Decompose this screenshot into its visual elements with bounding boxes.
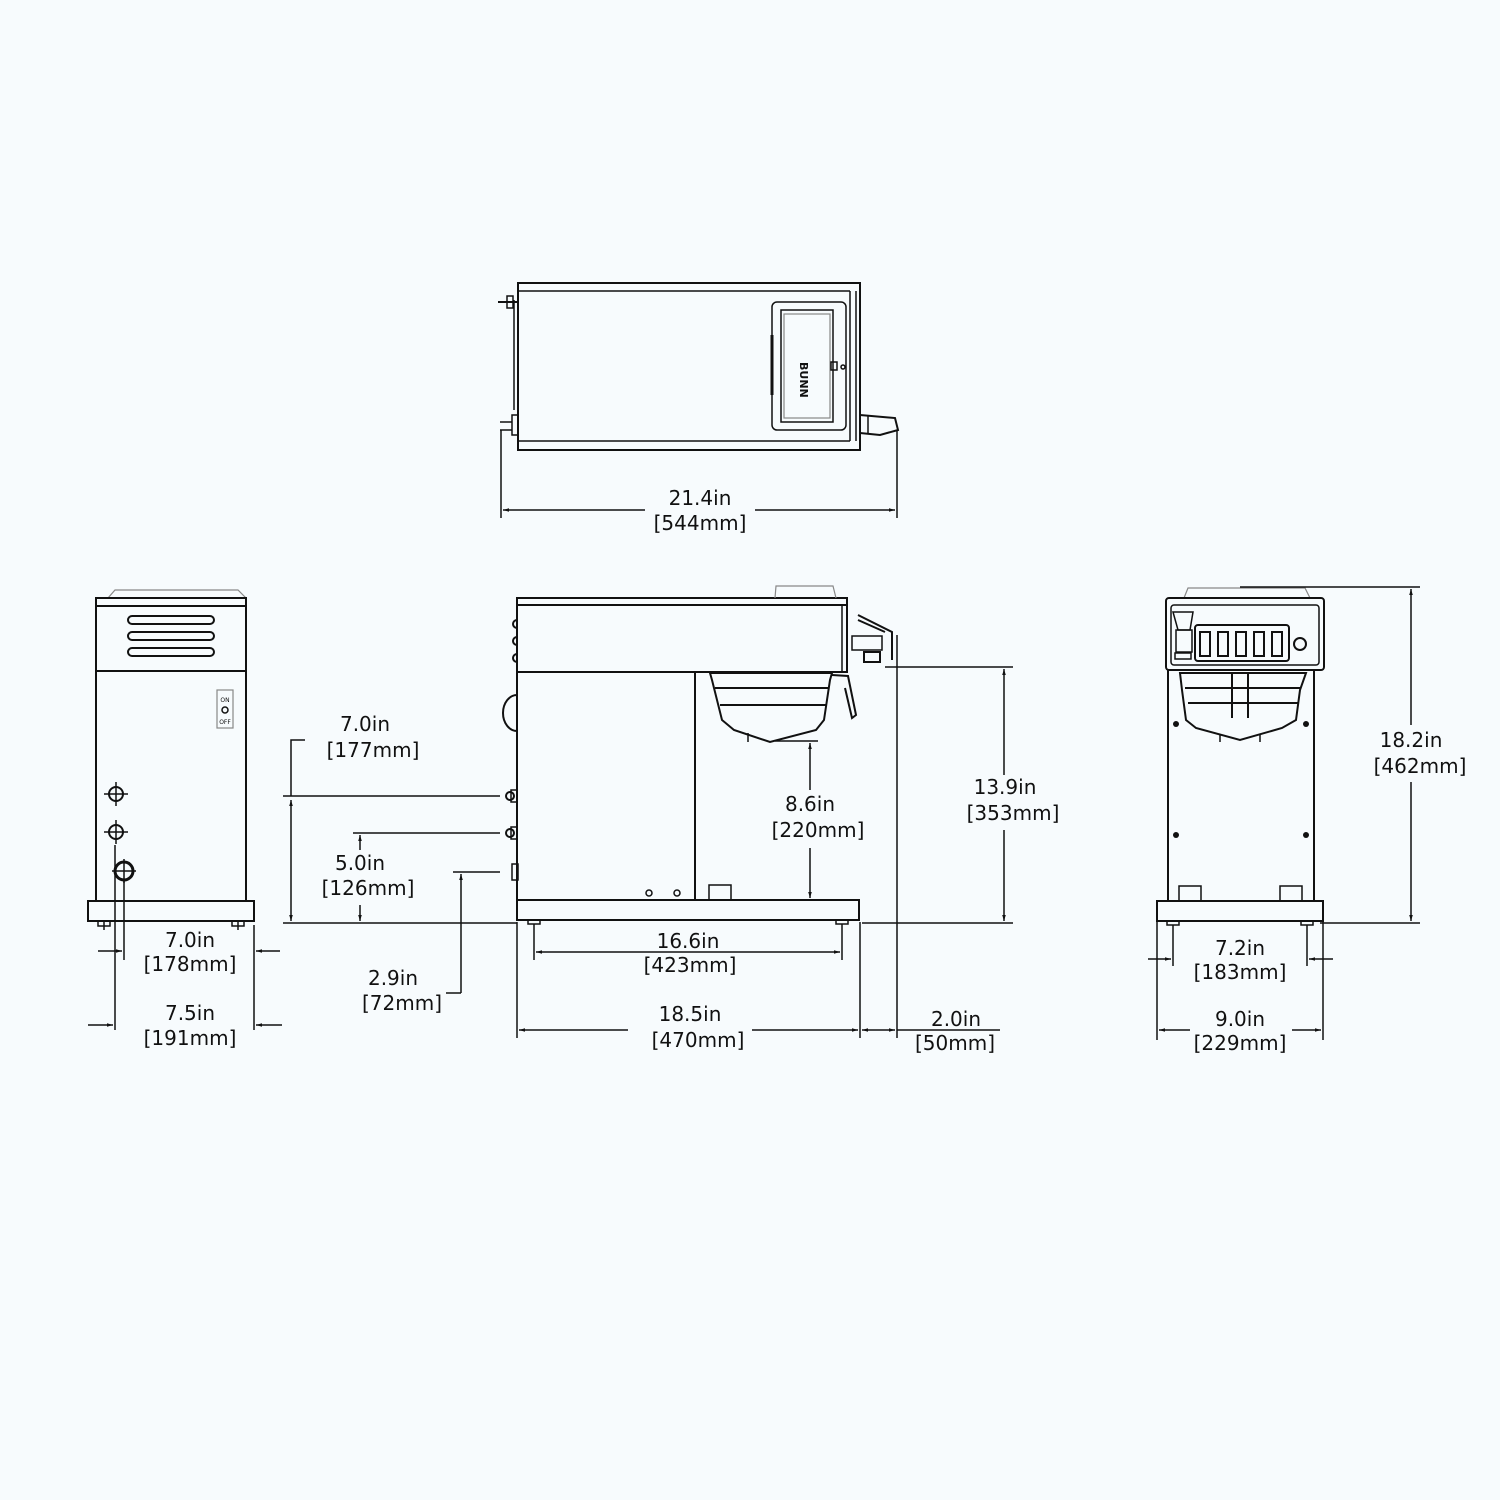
- dim-handle-overhang-in: 2.0in: [931, 1007, 981, 1031]
- back-view: ON OFF 7.0in [178mm]: [87, 589, 282, 1050]
- front-funnel: [1178, 672, 1308, 742]
- dim-overall-depth-in: 21.4in: [669, 486, 732, 510]
- top-body-outline: [517, 282, 861, 451]
- dim-overall-width-in: 9.0in: [1215, 1007, 1265, 1031]
- control-panel: [1172, 611, 1307, 662]
- dim-base-depth-in: 18.5in: [659, 1002, 722, 1026]
- svg-text:ON: ON: [220, 697, 229, 704]
- brew-funnel: [708, 672, 858, 744]
- dim-overall-height-mm: [462mm]: [1374, 754, 1467, 778]
- side-view: 7.0in [177mm] 5.0in [126mm] 2.9in [72mm]…: [283, 585, 1060, 1055]
- dim-overall-width-mm: [229mm]: [1194, 1031, 1287, 1055]
- dim-handle-overhang-mm: [50mm]: [915, 1031, 995, 1055]
- dim-cord-height-mm: [72mm]: [362, 991, 442, 1015]
- power-button-icon: [1293, 637, 1307, 651]
- svg-text:OFF: OFF: [219, 719, 231, 726]
- dim-funnel-clearance-mm: [220mm]: [772, 818, 865, 842]
- funnel-panel: BUNN: [770, 301, 847, 431]
- water-fitting-icon: [498, 295, 519, 436]
- dim-lower-inlet-mm: [126mm]: [322, 876, 415, 900]
- front-view: 18.2in [462mm] 7.2in [183mm] 9.0in [229m…: [1148, 586, 1467, 1055]
- vent-slots: [127, 615, 215, 657]
- dim-foot-spacing-in: 16.6in: [657, 929, 720, 953]
- dim-cord-height-in: 2.9in: [368, 966, 418, 990]
- dim-upper-inlet-mm: [177mm]: [327, 738, 420, 762]
- brand-label: BUNN: [797, 362, 810, 398]
- dim-sprayhead-height-mm: [353mm]: [967, 801, 1060, 825]
- dim-foot-spacing-mm: [423mm]: [644, 953, 737, 977]
- dim-foot-spacing-width-mm: [183mm]: [1194, 960, 1287, 984]
- dim-overall-height-in: 18.2in: [1380, 728, 1443, 752]
- side-fittings: [505, 789, 732, 901]
- dim-inlet-offset-mm: [178mm]: [144, 952, 237, 976]
- dim-foot-to-inlet-in: 7.5in: [165, 1001, 215, 1025]
- dim-foot-to-inlet-mm: [191mm]: [144, 1026, 237, 1050]
- side-handle: [851, 614, 893, 663]
- dim-overall-depth-mm: [544mm]: [654, 511, 747, 535]
- dim-upper-inlet-in: 7.0in: [340, 712, 390, 736]
- top-handle: [859, 414, 900, 437]
- dim-sprayhead-height-in: 13.9in: [974, 775, 1037, 799]
- water-inlet-icon: [104, 782, 136, 883]
- top-view: BUNN 21.4in [544mm]: [498, 282, 900, 535]
- dim-funnel-clearance-in: 8.6in: [785, 792, 835, 816]
- dim-base-depth-mm: [470mm]: [652, 1028, 745, 1052]
- dim-inlet-offset-in: 7.0in: [165, 928, 215, 952]
- power-switch-icon: ON OFF: [216, 689, 234, 729]
- dim-lower-inlet-in: 5.0in: [335, 851, 385, 875]
- feet: [97, 920, 245, 930]
- dim-foot-spacing-width-in: 7.2in: [1215, 936, 1265, 960]
